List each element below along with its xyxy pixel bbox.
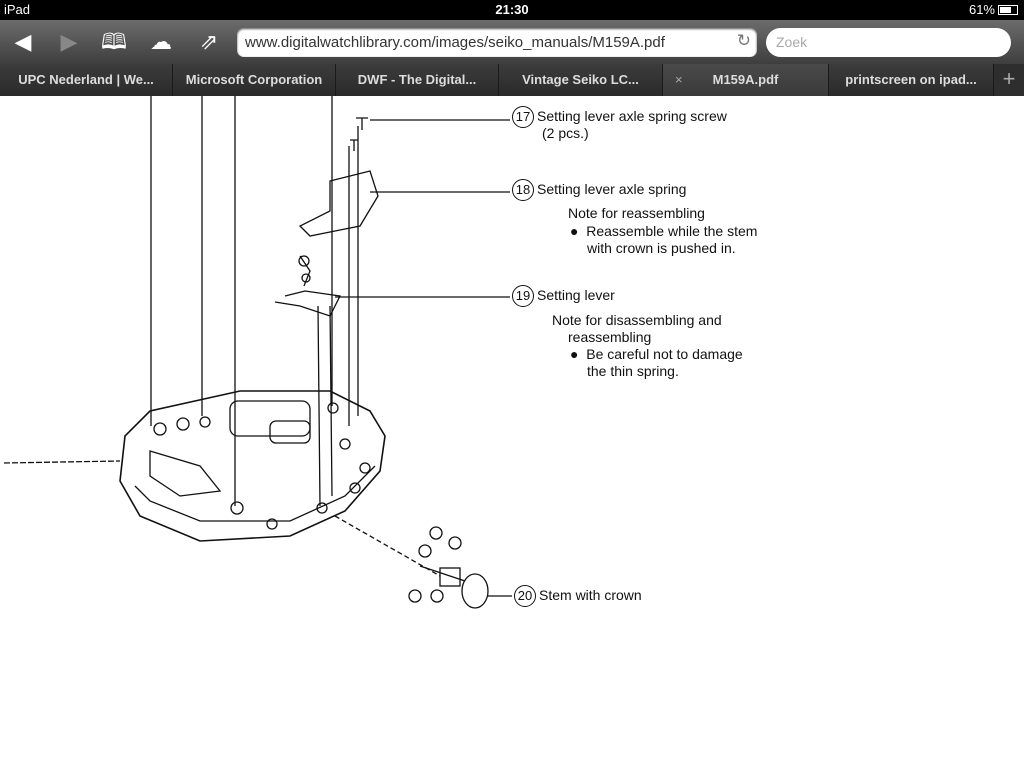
tab[interactable]: printscreen on ipad... bbox=[829, 64, 994, 96]
status-bar: iPad 21:30 61% bbox=[0, 0, 1024, 20]
tab-label: M159A.pdf bbox=[712, 72, 779, 87]
tab-active[interactable]: × M159A.pdf bbox=[663, 64, 829, 96]
close-tab-icon[interactable]: × bbox=[675, 72, 683, 87]
tab[interactable]: Vintage Seiko LC... bbox=[499, 64, 663, 96]
exploded-diagram bbox=[3, 96, 512, 609]
note-bullet: ● Reassemble while the stem bbox=[570, 223, 758, 239]
part-name: Setting lever bbox=[537, 287, 615, 303]
part-20 bbox=[408, 526, 489, 609]
note-line: the thin spring. bbox=[587, 363, 679, 379]
share-icon[interactable]: ⇗ bbox=[199, 29, 219, 54]
note-title: reassembling bbox=[568, 329, 652, 345]
device-label: iPad bbox=[4, 2, 31, 17]
part-name: Setting lever axle spring screw bbox=[537, 108, 727, 124]
part-number: 19 bbox=[512, 285, 534, 307]
bookmarks-icon[interactable]: 🕮 bbox=[101, 29, 127, 54]
back-icon[interactable]: ◀ bbox=[14, 29, 32, 54]
part-19 bbox=[274, 290, 341, 317]
part-number: 20 bbox=[514, 585, 536, 607]
icloud-icon[interactable]: ☁ bbox=[150, 29, 172, 54]
battery-icon bbox=[998, 4, 1018, 15]
note-line: with crown is pushed in. bbox=[587, 240, 736, 256]
forward-icon[interactable]: ▶ bbox=[60, 29, 78, 54]
note-bullet: ● Be careful not to damage bbox=[570, 346, 743, 362]
part-17-qty: (2 pcs.) bbox=[542, 125, 589, 141]
part-number: 17 bbox=[512, 106, 534, 128]
part-18 bbox=[298, 170, 379, 237]
battery-percent: 61% bbox=[968, 2, 995, 17]
reload-icon[interactable]: ↻ bbox=[736, 31, 751, 50]
search-input[interactable]: Zoek bbox=[766, 28, 1011, 57]
main-plate bbox=[119, 390, 386, 542]
address-bar[interactable]: www.digitalwatchlibrary.com/images/seiko… bbox=[237, 28, 757, 57]
note-title: Note for reassembling bbox=[568, 205, 705, 221]
clock: 21:30 bbox=[495, 2, 529, 17]
tab[interactable]: DWF - The Digital... bbox=[336, 64, 499, 96]
part-name: Stem with crown bbox=[539, 587, 642, 603]
part-name: Setting lever axle spring bbox=[537, 181, 687, 197]
part-number: 18 bbox=[512, 179, 534, 201]
tab[interactable]: Microsoft Corporation bbox=[173, 64, 336, 96]
note-title: Note for disassembling and bbox=[552, 312, 722, 328]
toolbar: ◀ ▶ 🕮 ☁ ⇗ www.digitalwatchlibrary.com/im… bbox=[0, 20, 1024, 64]
guide-lines bbox=[3, 96, 512, 597]
add-tab-icon[interactable]: + bbox=[1002, 66, 1016, 91]
url-text: www.digitalwatchlibrary.com/images/seiko… bbox=[245, 34, 665, 51]
tab-bar: UPC Nederland | We... Microsoft Corporat… bbox=[0, 64, 1024, 96]
part-17 bbox=[350, 117, 368, 151]
tab[interactable]: UPC Nederland | We... bbox=[0, 64, 173, 96]
